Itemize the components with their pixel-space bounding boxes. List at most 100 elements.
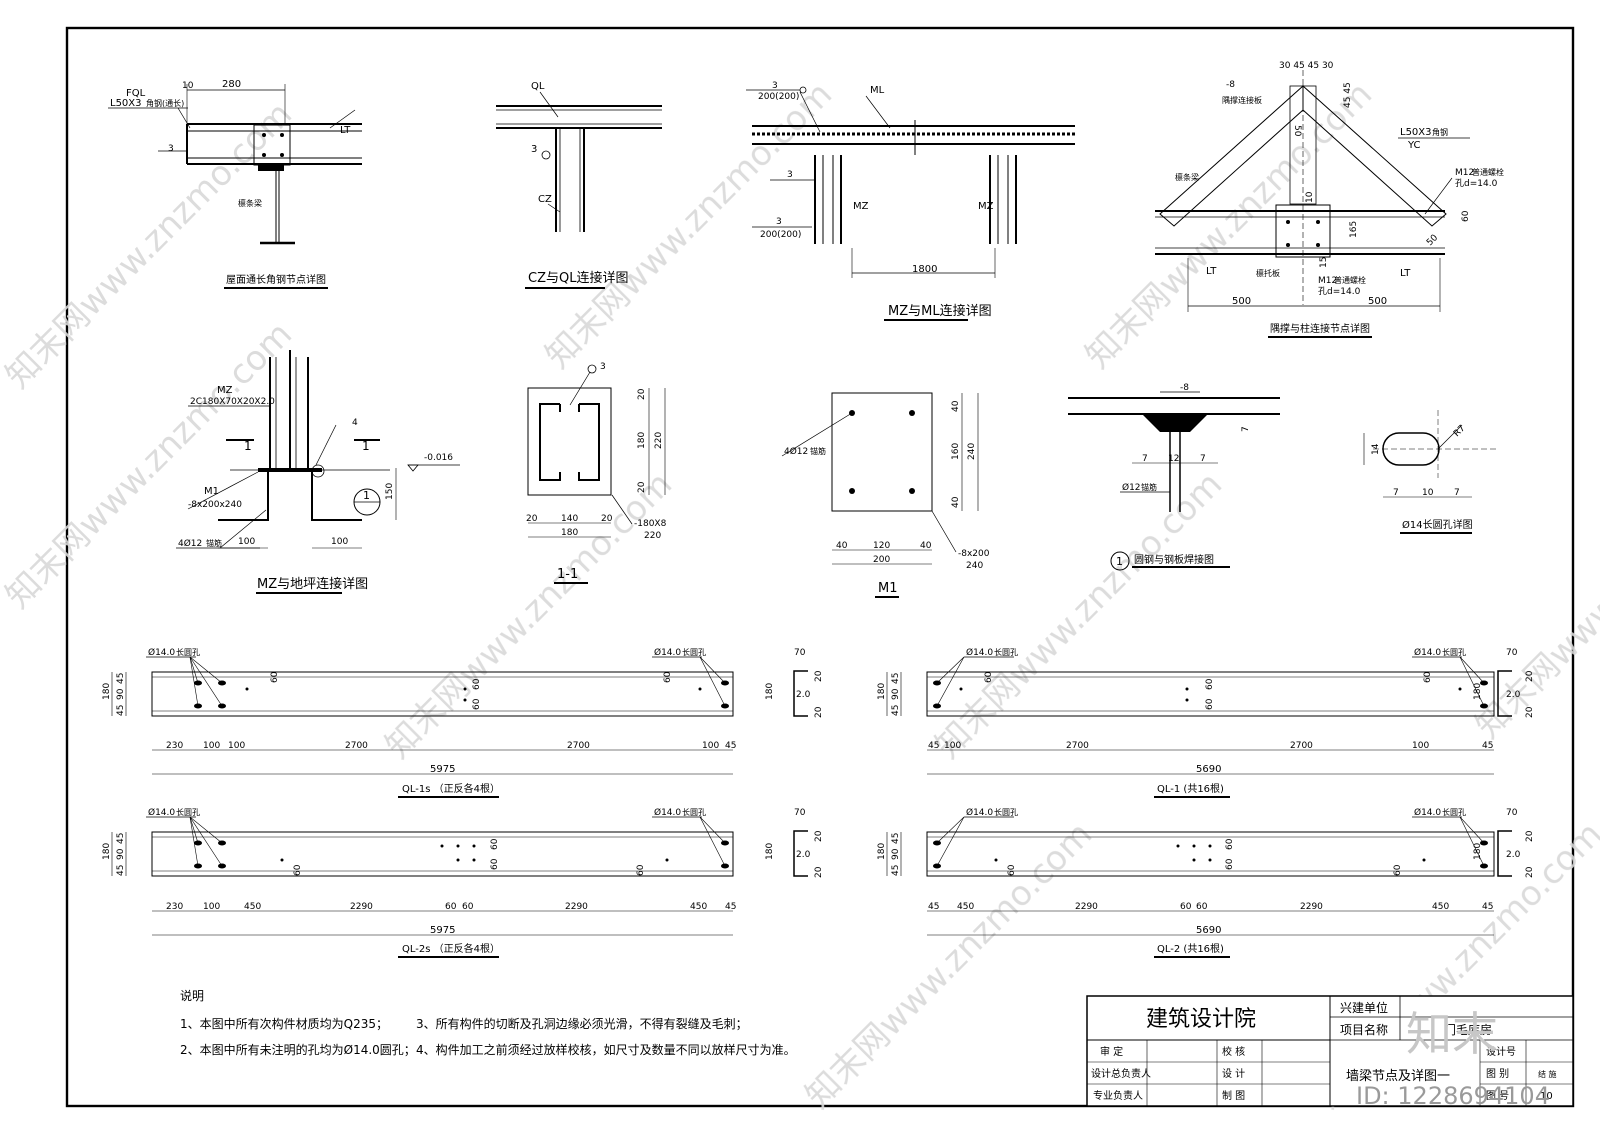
ql2s-hole-note: 长圆孔 <box>176 807 200 817</box>
ql1-m60b: 60 <box>1205 678 1215 690</box>
beam-ql1: Ø14.0 长圆孔 Ø14.0 长圆孔 45 90 45 180 60 60 6… <box>877 647 1535 798</box>
ql2s-seg-8: 45 <box>725 902 736 912</box>
note-1: 1、本图中所有次构件材质均为Q235； <box>180 1016 388 1031</box>
roof-dim-280: 280 <box>222 79 241 90</box>
tb-cat-label: 图 别 <box>1486 1068 1509 1080</box>
mzbase-m1-spec: -8x200x240 <box>188 500 242 510</box>
mzml-weld-mid: 3 <box>787 170 793 180</box>
m1-r40b: 40 <box>951 496 961 508</box>
mzbase-anchor-note: 锚筋 <box>206 538 222 548</box>
mzbase-sec-r: 1 <box>362 439 370 453</box>
sec11-b20a: 20 <box>526 514 538 524</box>
ql1-sec-20a: 20 <box>1525 670 1535 682</box>
sec11-plate: -180X8 <box>634 519 667 529</box>
roof-weld: 3 <box>168 144 174 154</box>
ql1s-sec-20a: 20 <box>814 670 824 682</box>
ql1-m60c: 60 <box>1205 698 1215 710</box>
ql1s-h90: 90 <box>116 688 126 700</box>
ql1-sec-180: 180 <box>1473 683 1483 700</box>
mzbase-mz-spec: 2C180X70X20X2.0 <box>190 397 275 407</box>
ql2-sec-20a: 20 <box>1525 830 1535 842</box>
mzml-mz2: MZ <box>978 201 994 212</box>
slot-w7b: 7 <box>1454 488 1460 498</box>
brace-bolt-b-note: 普通螺栓 <box>1334 275 1366 285</box>
ql2s-sec-180: 180 <box>765 843 775 860</box>
ql2s-sec-20a: 20 <box>814 830 824 842</box>
m1-plate-w: 240 <box>966 561 983 571</box>
sec11-r180: 180 <box>637 432 647 449</box>
ql2s-hole2: Ø14.0 <box>654 807 681 818</box>
beam-ql2s: Ø14.0 长圆孔 Ø14.0 长圆孔 45 90 45 180 60 60 6… <box>102 807 824 958</box>
mzbase-weld: 4 <box>352 418 358 428</box>
m1-anchor-note: 锚筋 <box>810 446 826 456</box>
tb-project-label: 项目名称 <box>1340 1022 1388 1037</box>
tb-design: 设 计 <box>1222 1067 1245 1080</box>
ql1-m60a: 60 <box>984 671 994 683</box>
brace-bolt-b: M12 <box>1318 276 1337 286</box>
roof-caption: 屋面通长角钢节点详图 <box>226 273 326 286</box>
mzml-caption: MZ与ML连接详图 <box>888 303 992 319</box>
ql1s-seg-5: 100 <box>702 741 719 751</box>
ql2-sec-20b: 20 <box>1525 866 1535 878</box>
watermark-9: 知末网www.znzmo.com <box>1468 444 1600 746</box>
sec11-weld: 3 <box>600 362 606 372</box>
czql-ql: QL <box>531 81 545 92</box>
ql1s-seg-0: 230 <box>166 741 183 751</box>
czql-weld: 3 <box>531 144 537 155</box>
sec11-caption: 1-1 <box>557 567 578 582</box>
tb-cat-value: 结 施 <box>1538 1069 1557 1079</box>
tb-lead: 设计总负责人 <box>1091 1067 1151 1080</box>
weldbar-d12: 12 <box>1168 454 1179 464</box>
ql1s-hole: Ø14.0 <box>148 647 175 658</box>
mzml-dim-1800: 1800 <box>912 264 937 275</box>
note-2: 2、本图中所有未注明的孔均为Ø14.0圆孔； <box>180 1042 416 1057</box>
ql2-m60a: 60 <box>1007 864 1017 876</box>
ql2s-h45a: 45 <box>116 833 126 844</box>
weldbar-d7c: 7 <box>1241 426 1251 432</box>
ql2-h45a: 45 <box>891 833 901 844</box>
ql2s-seg-0: 230 <box>166 902 183 912</box>
ql1s-seg-1: 100 <box>203 741 220 751</box>
tb-institute: 建筑设计院 <box>1146 1007 1256 1032</box>
outer-border <box>65 26 1575 1108</box>
ql2s-seg-4: 60 <box>445 902 457 912</box>
brace-plate-note: 隅撑连接板 <box>1222 95 1262 105</box>
m1-anchor: 4Ø12 <box>784 446 808 457</box>
m1-r40a: 40 <box>951 400 961 412</box>
mzml-weld-top-b: 200(200) <box>758 92 799 102</box>
brace-beam-note: 檩条梁 <box>1175 172 1199 182</box>
sec11-b20b: 20 <box>601 514 613 524</box>
ql1s-h180: 180 <box>102 683 112 700</box>
ql2s-m60a: 60 <box>293 864 303 876</box>
weldbar-bar: Ø12 <box>1122 482 1141 493</box>
mzbase-dim-100a: 100 <box>238 537 255 547</box>
notes-title: 说明 <box>180 988 204 1003</box>
mzml-weld-bot-b: 200(200) <box>760 230 801 240</box>
ql2-m60c: 60 <box>1225 858 1235 870</box>
ql1s-sec-70: 70 <box>794 648 806 658</box>
ql1-caption: QL-1 (共16根) <box>1157 782 1224 795</box>
roof-lt: LT <box>340 125 351 136</box>
brace-dim-500a: 500 <box>1232 296 1251 307</box>
ql1s-seg-3: 2700 <box>345 741 368 751</box>
ql2s-seg-3: 2290 <box>350 902 373 912</box>
ql1-h45b: 45 <box>891 705 901 716</box>
ql2-h180: 180 <box>877 843 887 860</box>
ql1-seg-dims: 45 100 2700 2700 100 45 5690 <box>927 741 1494 775</box>
mzbase-m1: M1 <box>204 486 219 497</box>
detail-cz-ql: QL 3 CZ CZ与QL连接详图 <box>496 81 662 289</box>
tb-drawing-name: 墙梁节点及详图一 <box>1346 1069 1450 1084</box>
weldbar-d7a: 7 <box>1142 454 1148 464</box>
ql2-seg-4: 60 <box>1196 902 1208 912</box>
tb-check: 校 核 <box>1222 1045 1245 1058</box>
tb-pro: 专业负责人 <box>1093 1089 1143 1102</box>
detail-mz-ml: 1800 3 200(200) ML 3 MZ MZ 3 200(200) MZ… <box>746 81 1075 321</box>
ql1-h90: 90 <box>891 688 901 700</box>
weldbar-plate: -8 <box>1180 383 1189 393</box>
ql1-hole2: Ø14.0 <box>1414 647 1441 658</box>
ql2s-total: 5975 <box>430 925 455 936</box>
detail-roof-angle: 10 280 FQL L50X3 角钢(通长) LT 3 檩条梁 屋面通长角钢节… <box>108 79 362 289</box>
ql2-hole: Ø14.0 <box>966 807 993 818</box>
brace-yc: YC <box>1407 140 1421 151</box>
slot-h14: 14 <box>1371 443 1381 455</box>
